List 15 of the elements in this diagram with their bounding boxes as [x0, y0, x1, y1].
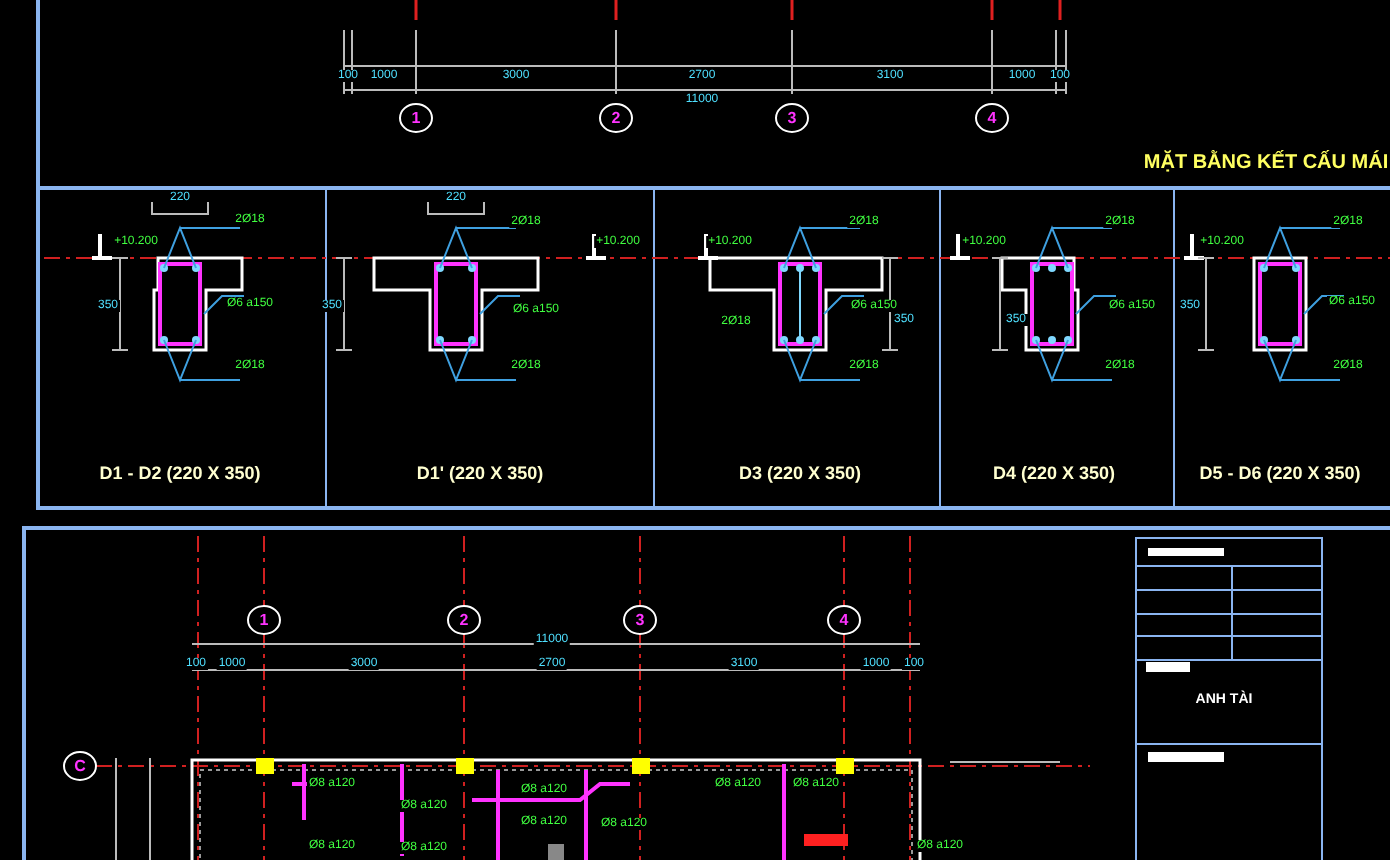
- section-title: D1' (220 X 350): [414, 465, 546, 483]
- grid-axis-label: 4: [827, 605, 861, 635]
- section-title: D4 (220 X 350): [990, 465, 1118, 483]
- drawing-title: MẶT BẰNG KẾT CẤU MÁI: [1141, 154, 1390, 174]
- grid-axis-label: 3: [623, 605, 657, 635]
- grid-axis-label: 2: [599, 103, 633, 133]
- grid-axis-label: C: [63, 751, 97, 781]
- section-title: D1 - D2 (220 X 350): [97, 465, 263, 483]
- section-title: D5 - D6 (220 X 350): [1197, 465, 1363, 483]
- section-title: D3 (220 X 350): [736, 465, 864, 483]
- grid-axis-label: 1: [247, 605, 281, 635]
- grid-axis-label: 1: [399, 103, 433, 133]
- grid-axis-label: 3: [775, 103, 809, 133]
- grid-axis-label: 4: [975, 103, 1009, 133]
- grid-axis-label: 2: [447, 605, 481, 635]
